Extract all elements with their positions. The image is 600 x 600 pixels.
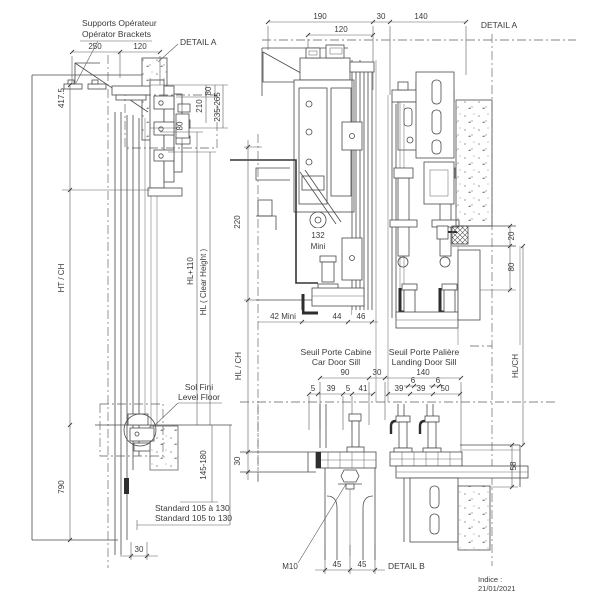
left-view-top-dimensions — [67, 49, 228, 543]
dim-ht-ch: HT / CH — [57, 263, 66, 292]
operator-label-fr: Supports Opérateur — [82, 18, 157, 28]
section-car-sill — [301, 255, 365, 315]
dim-hl-ch-right: HL/CH — [511, 354, 520, 378]
dim-hl110: HL+110 — [186, 257, 195, 285]
dim-landing-50: 50 — [441, 384, 450, 393]
dim-20: 20 — [507, 231, 516, 240]
left-view-operator-mechanism — [62, 79, 218, 197]
dim-417: 417.5 — [57, 87, 66, 108]
section-car-door-panels — [341, 60, 389, 402]
dim-45b: 45 — [358, 560, 367, 569]
dim-132: 132 — [311, 231, 325, 240]
section-top-dimensions — [262, 19, 576, 95]
standard-label-en: Standard 105 to 130 — [155, 513, 232, 523]
section-car-operator — [230, 44, 355, 301]
dim-58: 58 — [509, 461, 518, 470]
dim-hl-clear: HL ( Clear Height ) — [199, 248, 208, 315]
dim-car-41: 41 — [359, 384, 368, 393]
dim-car-5b: 5 — [346, 384, 351, 393]
standard-label-fr: Standard 105 à 130 — [155, 503, 230, 513]
dim-80-boxed: 80 — [176, 121, 185, 130]
dim-145-180: 145-180 — [199, 450, 208, 480]
dim-140-top: 140 — [414, 12, 428, 21]
dim-132-mini: Mini — [311, 242, 326, 251]
dim-car-39: 39 — [327, 384, 336, 393]
detail-b-label: DETAIL B — [388, 561, 425, 571]
dim-hl-ch-left: HL / CH — [234, 352, 243, 380]
dim-30-top: 30 — [377, 12, 386, 21]
dim-42-mini: 42 Mini — [270, 312, 296, 321]
left-elevation-view: Supports Opérateur Opérator Brackets DET… — [31, 18, 232, 568]
sill-section-view: 90 30 140 5 39 5 41 39 39 50 6 6 30 58 M… — [233, 345, 556, 593]
landing-sill-label-fr: Seuil Porte Palière — [389, 347, 460, 357]
dim-46: 46 — [357, 312, 366, 321]
dim-80-top: 80 — [204, 86, 213, 95]
left-view-structure — [31, 40, 179, 568]
dim-220: 220 — [233, 215, 242, 229]
car-sill-label-en: Car Door Sill — [312, 357, 360, 367]
sill-dimensions — [240, 345, 556, 482]
sill-landing-assembly — [389, 404, 529, 551]
dim-landing-39a: 39 — [395, 384, 404, 393]
dim-car-5a: 5 — [311, 384, 316, 393]
dim-90: 90 — [341, 368, 350, 377]
dim-210: 210 — [195, 99, 204, 113]
revision-date: 21/01/2021 — [478, 584, 516, 593]
dim-120-left: 120 — [133, 42, 147, 51]
center-section-view: 190 30 140 120 DETAIL A 220 20 80 132 Mi… — [230, 12, 576, 566]
dim-45a: 45 — [333, 560, 342, 569]
dim-190: 190 — [313, 12, 327, 21]
dim-30-sill: 30 — [373, 368, 382, 377]
revision-label: Indice : — [478, 575, 502, 584]
dim-120-center: 120 — [334, 25, 348, 34]
dim-44: 44 — [333, 312, 342, 321]
dim-790: 790 — [57, 480, 66, 494]
dim-30-slab: 30 — [233, 456, 242, 465]
detail-a-right-label: DETAIL A — [481, 20, 518, 30]
sill-car-assembly — [240, 404, 377, 560]
section-landing-door — [389, 71, 460, 329]
section-wall — [451, 34, 521, 566]
dim-6b: 6 — [436, 376, 441, 385]
dim-250: 250 — [88, 42, 102, 51]
sill-bottom-dimensions — [297, 483, 385, 574]
operator-label-en: Opérator Brackets — [82, 29, 151, 39]
dim-6a: 6 — [411, 376, 416, 385]
floor-label-en: Level Floor — [178, 392, 220, 402]
dim-235-265: 235-265 — [213, 92, 222, 122]
detail-a-left-label: DETAIL A — [180, 37, 217, 47]
bolt-m10-label: M10 — [282, 562, 298, 571]
floor-label-fr: Sol Fini — [185, 382, 213, 392]
dim-140-sill: 140 — [416, 368, 430, 377]
dim-30-bottom-left: 30 — [135, 545, 144, 554]
dim-landing-39b: 39 — [417, 384, 426, 393]
left-view-sill-detail — [95, 402, 232, 560]
landing-sill-label-en: Landing Door Sill — [392, 357, 457, 367]
dim-80-right: 80 — [507, 262, 516, 271]
car-sill-label-fr: Seuil Porte Cabine — [301, 347, 372, 357]
